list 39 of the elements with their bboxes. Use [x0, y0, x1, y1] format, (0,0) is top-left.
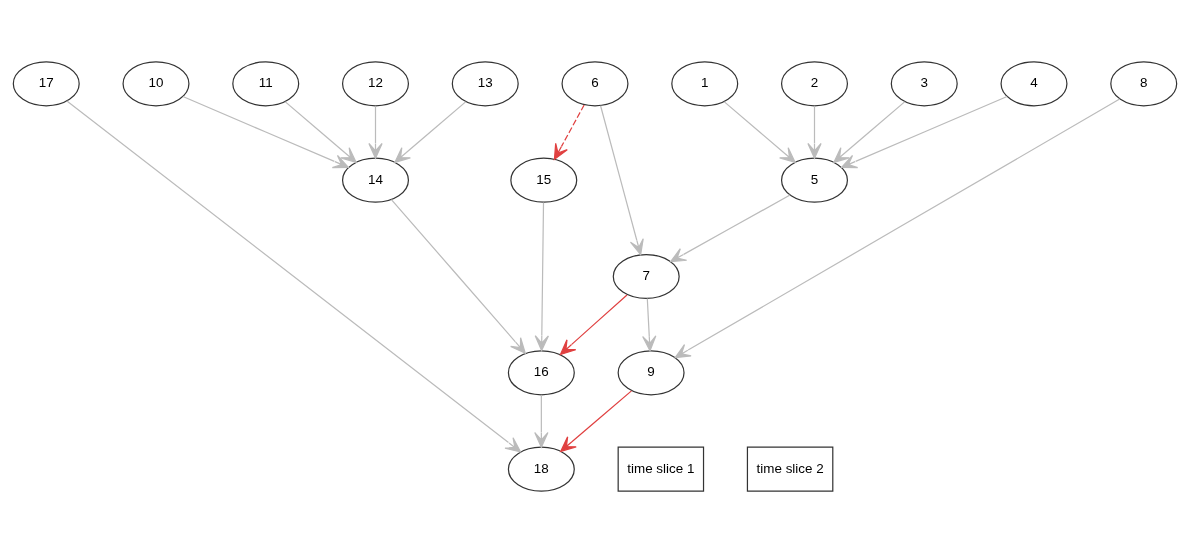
node-ellipse: 3 — [890, 61, 958, 107]
arrow — [674, 98, 1121, 359]
arrow — [807, 105, 822, 159]
node-ellipse: 12 — [341, 61, 410, 107]
arrow — [642, 297, 657, 352]
arrow — [553, 104, 585, 160]
node-box: time slice 2 — [746, 446, 834, 492]
node-ellipse: 8 — [1110, 61, 1178, 107]
node-ellipse: 17 — [12, 61, 80, 107]
arrow — [833, 101, 906, 163]
arrow — [394, 101, 467, 163]
arrow — [560, 390, 633, 452]
arrow — [599, 105, 644, 256]
node-ellipse: 10 — [122, 61, 190, 107]
arrow — [368, 105, 383, 159]
node-ellipse: 9 — [617, 350, 685, 396]
arrow — [534, 201, 549, 352]
arrow — [841, 95, 1008, 169]
node-ellipse: 14 — [341, 157, 410, 203]
node-ellipse: 5 — [780, 157, 849, 203]
node-ellipse: 1 — [671, 61, 739, 107]
arrow — [670, 194, 791, 263]
arrow — [390, 199, 526, 354]
node-ellipse: 7 — [612, 253, 680, 300]
arrow — [284, 101, 357, 163]
node-ellipse: 4 — [1000, 61, 1068, 107]
arrow — [723, 101, 796, 163]
node-ellipse: 2 — [780, 61, 849, 107]
node-ellipse: 13 — [451, 61, 519, 107]
node-ellipse: 11 — [232, 61, 300, 107]
node-ellipse: 6 — [561, 61, 629, 107]
node-box: time slice 1 — [617, 446, 705, 492]
arrow — [534, 394, 549, 448]
arrow — [182, 95, 349, 169]
arrow — [66, 100, 522, 453]
node-ellipse: 16 — [507, 350, 575, 396]
node-ellipse: 15 — [510, 157, 578, 203]
node-ellipse: 18 — [507, 446, 575, 492]
arrow — [559, 294, 628, 356]
